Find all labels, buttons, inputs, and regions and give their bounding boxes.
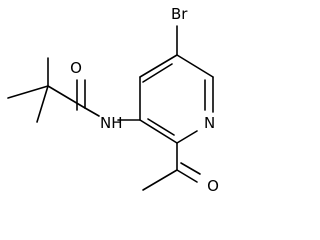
atom-label-amide-oxygen: O: [70, 59, 82, 77]
tert-butyl-group: [7, 57, 49, 123]
bond-carbonyl-methyl: [142, 169, 178, 191]
bond-c2-n1: [176, 130, 198, 144]
atom-label-amide-nh: NH: [100, 114, 123, 132]
bond-c6-c5: [176, 54, 214, 78]
bond-c3-c2: [139, 119, 178, 144]
acetyl-group: [142, 142, 201, 191]
bond-quaternary-methyl-left: [7, 85, 49, 99]
structure-diagram: Br N NH O O: [7, 5, 219, 195]
atom-label-ring-nitrogen: N: [204, 114, 215, 132]
amide-group: [47, 79, 141, 121]
bond-quaternary-methyl-down: [36, 85, 49, 123]
bond-carbonyl-tbutyl: [47, 85, 86, 109]
pyridine-ring: [139, 54, 214, 144]
bond-carbonyl-o: [176, 169, 198, 183]
bond-c3-c2-inner: [147, 118, 175, 136]
bond-c5-c4: [139, 54, 178, 78]
atom-label-bromine: Br: [171, 5, 188, 23]
bond-c4-c4-inner: [142, 63, 173, 83]
bond-carbonyl-o-double: [180, 162, 201, 175]
atom-label-ketone-oxygen: O: [207, 177, 219, 195]
bond-nh-carbonyl: [84, 107, 100, 117]
